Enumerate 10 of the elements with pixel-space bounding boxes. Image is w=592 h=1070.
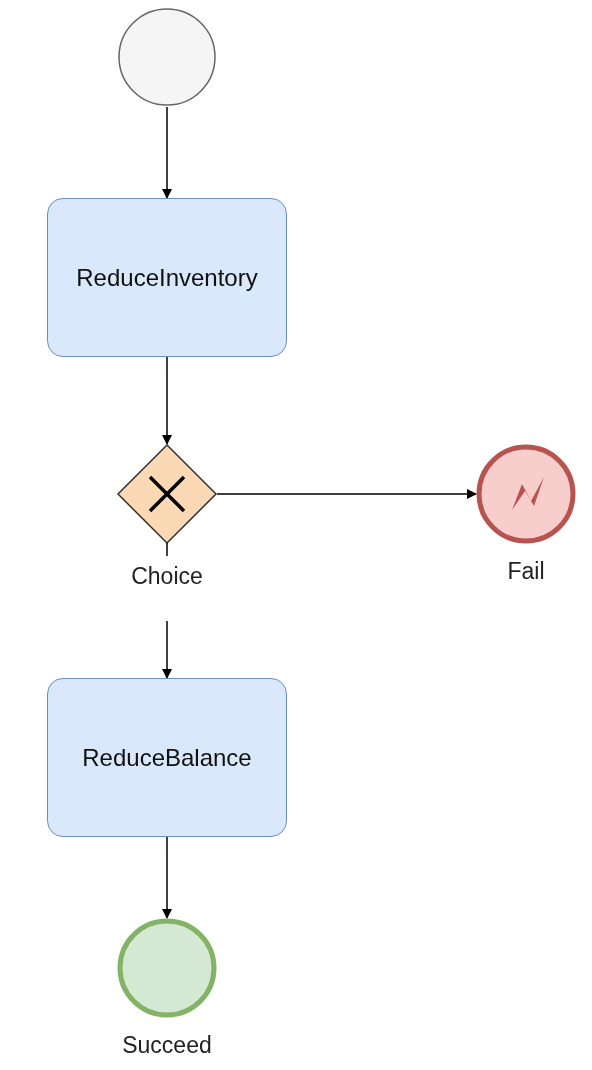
event-label: Choice — [131, 562, 203, 591]
task-box: ReduceInventory — [47, 198, 287, 357]
arrow — [162, 106, 172, 199]
event-label: Succeed — [122, 1031, 212, 1060]
arrow — [162, 356, 172, 445]
task-box: ReduceBalance — [47, 678, 287, 837]
arrow — [162, 836, 172, 919]
arrow — [162, 620, 172, 679]
event-label: Fail — [507, 557, 545, 586]
arrow — [216, 489, 477, 499]
